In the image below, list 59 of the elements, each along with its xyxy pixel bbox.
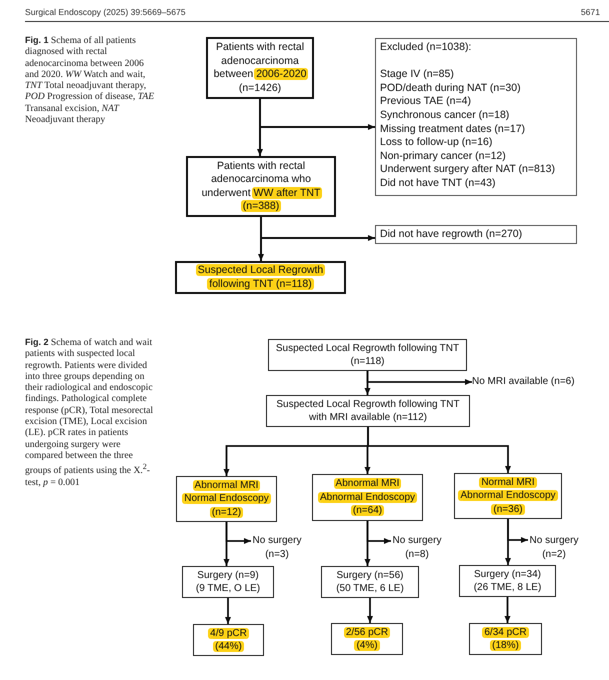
box-text: 2/56 pCR (4%): [344, 626, 390, 652]
flowchart-box: [176, 476, 277, 522]
exclusion-box: [375, 225, 577, 244]
flowchart-box: [268, 339, 467, 371]
list-item: Previous TAE (n=4): [380, 95, 471, 109]
flow-arrow: [367, 598, 373, 623]
annotation-text: No surgery (n=3): [251, 534, 303, 561]
list-item: Stage IV (n=85): [380, 68, 454, 82]
flow-arrow: [259, 99, 375, 130]
box-text: 4/9 pCR (44%): [209, 626, 248, 654]
box-text: Surgery (n=9) (9 TME, O LE): [194, 568, 262, 596]
box-text: Patients with rectal adenocarcinoma who underwent WW after TNT (n=388): [200, 160, 322, 214]
list-item: POD/death during NAT (n=30): [380, 82, 521, 96]
flow-arrow: [260, 217, 375, 241]
flowchart-box: [469, 623, 542, 655]
flowchart-box: [454, 473, 562, 519]
box-text: Surgery (n=34) (26 TME, 8 LE): [472, 568, 542, 594]
annotation-text: No MRI available (n=6): [472, 375, 575, 388]
box-text: Normal MRI Abnormal Endoscopy (n=36): [460, 476, 556, 516]
box-text: 6/34 pCR (18%): [483, 626, 528, 652]
list-item: Non-primary cancer (n=12): [380, 150, 506, 164]
flowchart-box: [182, 566, 274, 598]
flowchart-box: [312, 474, 423, 521]
flow-arrow: [366, 371, 472, 385]
box-text: Suspected Local Regrowth following TNT (n=118): [196, 264, 324, 291]
flow-arrow: [507, 519, 528, 543]
flowchart-box: [175, 261, 346, 294]
running-header: Surgical Endoscopy (2025) 39:5669–5675: [25, 7, 186, 17]
box-text: Suspected Local Regrowth following TNT (n=118): [274, 342, 460, 368]
flowchart-box: [186, 156, 336, 217]
list-item: Missing treatment dates (n=17): [380, 122, 526, 136]
flow-arrow: [367, 427, 511, 473]
box-text: Did not have regrowth (n=270): [380, 228, 522, 242]
list-item: Did not have TNT (n=43): [380, 176, 496, 191]
box-text: Surgery (n=56) (50 TME, 6 LE): [335, 568, 405, 596]
list-item: Underwent surgery after NAT (n=813): [380, 163, 555, 177]
figure-caption: Fig. 2 Schema of watch and wait patients with suspected local regrowth. Patients were divided into three groups depending on their radiological and endoscopic findings. Pathological complete response (pCR), Total mesorectal excision (TME), Local excision (LE). pCR rates in patients undergoing surgery were compared between the three groups of patients using the X.$^{2}$-test, p = 0.001: [25, 337, 154, 488]
flowchart-box: [206, 37, 314, 99]
annotation-text: No surgery (n=8): [391, 534, 443, 561]
list-item: Loss to follow-up (n=16): [380, 136, 492, 150]
flow-arrow: [226, 522, 251, 544]
list-item: Synchronous cancer (n=18): [380, 108, 510, 123]
flowchart-box: [321, 566, 419, 598]
box-text: Abnormal MRI Abnormal Endoscopy (n=64): [318, 477, 416, 518]
list-heading: Excluded (n=1038):: [380, 41, 472, 55]
flowchart-box: [331, 623, 403, 655]
box-text: Abnormal MRI Normal Endoscopy (n=12): [183, 478, 270, 520]
exclusion-box: [375, 38, 577, 196]
annotation-text: No surgery (n=2): [528, 534, 580, 561]
flow-arrow: [366, 521, 391, 544]
flowchart-box: [193, 624, 264, 656]
flowchart-box: [266, 395, 470, 427]
box-text: Patients with rectal adenocarcinoma between 2006-2020 (n=1426): [212, 41, 308, 95]
flowchart-box: [459, 565, 556, 597]
flow-arrow: [504, 597, 510, 623]
figure-caption: Fig. 1 Schema of all patients diagnosed with rectal adenocarcinoma between 2006 and 2020. WW Watch and wait, TNT Total neoadjuvant therapy, POD Progression of disease, TAE Transanal excision, NAT Neoadjuvant therapy: [25, 35, 155, 126]
page-number: 5671: [580, 7, 600, 17]
box-text: Suspected Local Regrowth following TNT with MRI available (n=112): [275, 398, 461, 424]
flow-arrow: [225, 598, 231, 624]
